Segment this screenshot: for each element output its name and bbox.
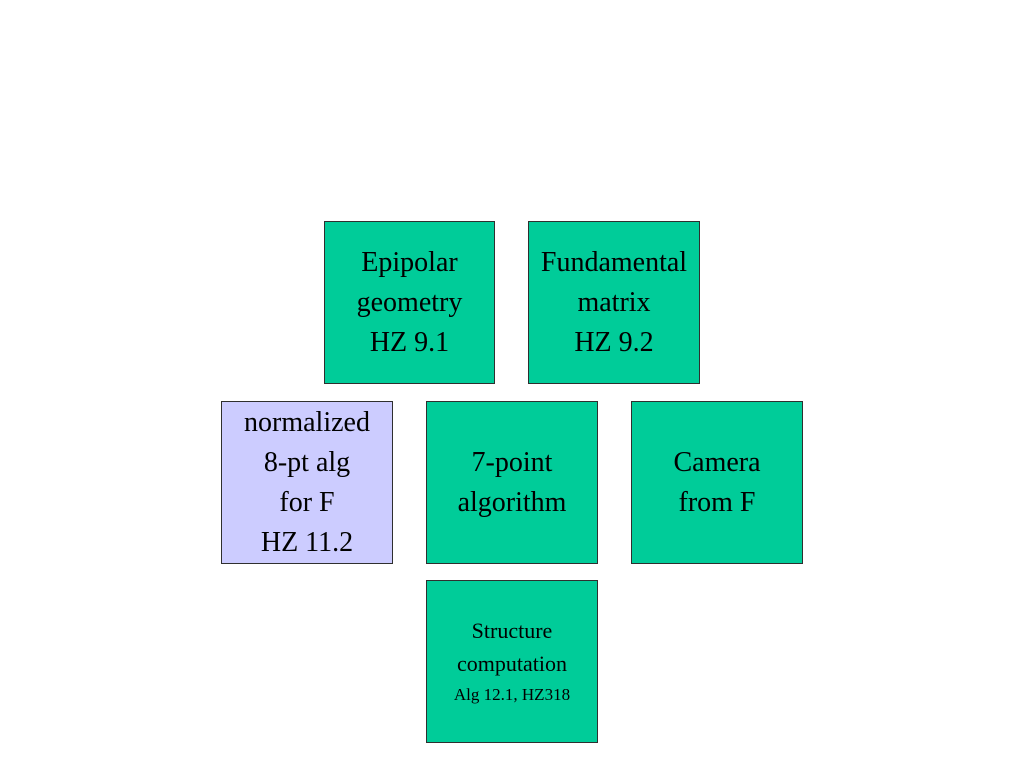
seven-point-algorithm-box: 7-point algorithm — [426, 401, 598, 564]
structure-line-1: Structure — [471, 617, 553, 643]
epipolar-line-2: geometry — [356, 286, 463, 318]
fundamental-line-3: HZ 9.2 — [574, 326, 654, 358]
camera-line-2: from F — [678, 486, 756, 518]
epipolar-geometry-box: Epipolar geometry HZ 9.1 — [324, 221, 495, 384]
normalized-line-2: 8-pt alg — [263, 446, 351, 478]
structure-computation-box: Structure computation Alg 12.1, HZ318 — [426, 580, 598, 743]
normalized-8pt-box: normalized 8-pt alg for F HZ 11.2 — [221, 401, 393, 564]
normalized-line-4: HZ 11.2 — [260, 526, 354, 558]
normalized-line-3: for F — [279, 486, 335, 518]
fundamental-line-1: Fundamental — [540, 246, 688, 278]
camera-line-1: Camera — [673, 446, 761, 478]
structure-line-2: computation — [457, 650, 567, 676]
normalized-line-1: normalized — [244, 406, 370, 438]
camera-from-f-box: Camera from F — [631, 401, 803, 564]
sevenpoint-line-2: algorithm — [457, 486, 567, 518]
epipolar-line-1: Epipolar — [361, 246, 458, 278]
sevenpoint-line-1: 7-point — [471, 446, 553, 478]
epipolar-line-3: HZ 9.1 — [369, 326, 450, 358]
fundamental-line-2: matrix — [577, 286, 651, 318]
fundamental-matrix-box: Fundamental matrix HZ 9.2 — [528, 221, 700, 384]
structure-line-3: Alg 12.1, HZ318 — [453, 684, 571, 704]
